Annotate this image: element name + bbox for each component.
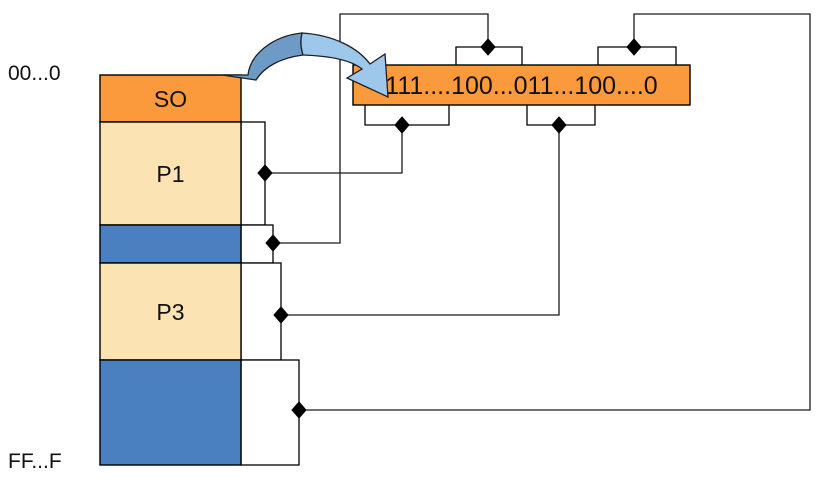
- address-label-bottom: FF...F: [8, 450, 62, 473]
- memory-block-p3[interactable]: [99, 262, 242, 361]
- wire-p1-to-bitstring: [265, 125, 403, 174]
- memory-block-p1[interactable]: [99, 121, 242, 226]
- wire-block4-to-bitstring: [299, 13, 811, 411]
- memory-block-label-so: SO: [154, 86, 187, 112]
- bitstring-text: 111....100...011...100....0: [385, 72, 657, 100]
- arrow-left-half: [221, 32, 304, 81]
- address-label-top: 00...0: [8, 62, 61, 85]
- arrow-right-half-with-head: [300, 32, 389, 99]
- connector-diamond-block4: [291, 401, 307, 419]
- connector-bracket-p3: [240, 262, 282, 361]
- memory-block-so[interactable]: [99, 74, 242, 123]
- wire-p3-to-bitstring: [281, 125, 560, 316]
- bitstring-top-diamond-2: [626, 38, 642, 56]
- curved-swap-arrow: [221, 32, 389, 99]
- connector-diamond-p3: [273, 306, 289, 324]
- connector-diamond-block2: [265, 234, 281, 252]
- memory-block-label-p3: P3: [156, 299, 184, 325]
- wire-block2-to-bitstring: [273, 13, 489, 244]
- connector-diamond-p1: [257, 164, 273, 182]
- bitstring-box[interactable]: [352, 64, 691, 106]
- memory-block-label-p1: P1: [156, 161, 184, 187]
- memory-block-free-4[interactable]: [99, 359, 242, 466]
- bitstring-bottom-diamond-1: [394, 116, 410, 134]
- connector-bracket-block4: [240, 359, 300, 466]
- memory-block-free-2[interactable]: [99, 224, 242, 264]
- bitstring-bottom-diamond-2: [551, 116, 567, 134]
- bitstring-top-diamond-1: [480, 38, 496, 56]
